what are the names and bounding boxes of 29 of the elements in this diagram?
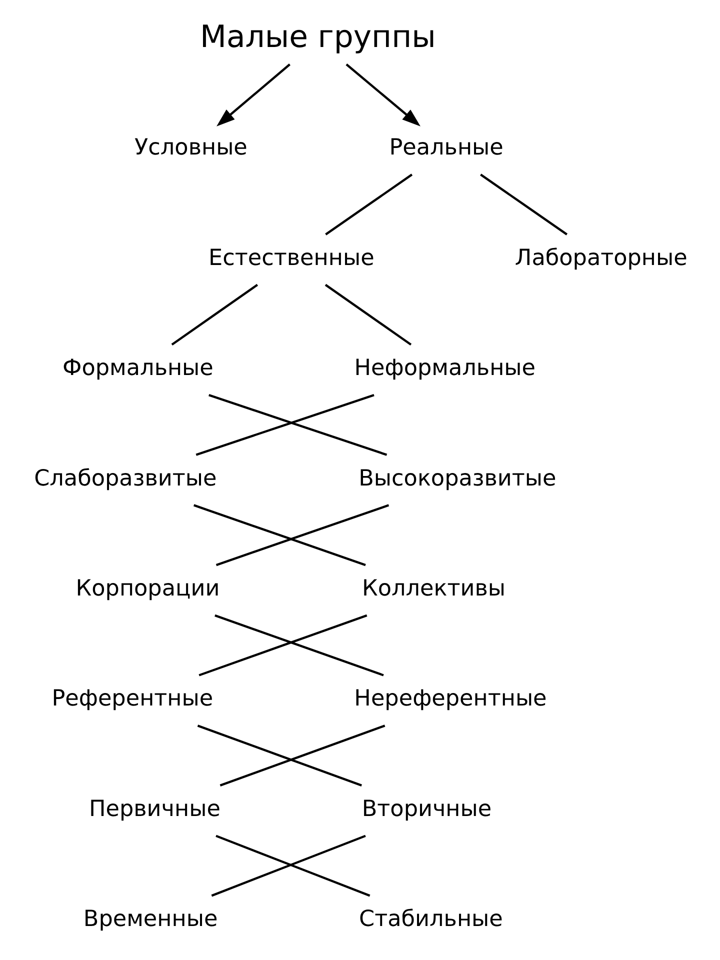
connector xyxy=(198,614,367,676)
connector xyxy=(324,174,412,236)
node-text: Условные xyxy=(134,134,247,161)
node-text: Вторичные xyxy=(361,796,492,822)
connector xyxy=(214,614,384,676)
node-text: Корпорации xyxy=(75,576,220,602)
node-text: Малые группы xyxy=(200,20,436,55)
node-text: Неформальные xyxy=(354,355,536,382)
connector xyxy=(193,504,366,566)
connector xyxy=(219,724,385,787)
node-text: Естественные xyxy=(208,244,374,271)
node-text: Формальные xyxy=(62,355,213,382)
connector xyxy=(480,174,568,236)
connector xyxy=(196,724,362,787)
node-text: Первичные xyxy=(88,796,220,822)
node-text: Нереферентные xyxy=(354,686,546,712)
node-text: Высокоразвитые xyxy=(358,465,556,492)
node-text: Слаборазвитые xyxy=(34,465,216,492)
node-text: Временные xyxy=(82,906,218,932)
connector xyxy=(215,504,389,566)
node-text: Реальные xyxy=(388,134,503,161)
node-text: Референтные xyxy=(51,686,213,712)
node-text: Лабораторные xyxy=(514,244,687,271)
node-text: Стабильные xyxy=(358,906,502,932)
arrow xyxy=(345,64,420,126)
node-text: Коллективы xyxy=(362,576,505,602)
arrow xyxy=(216,64,290,126)
connector xyxy=(170,284,258,346)
connector xyxy=(324,284,412,346)
